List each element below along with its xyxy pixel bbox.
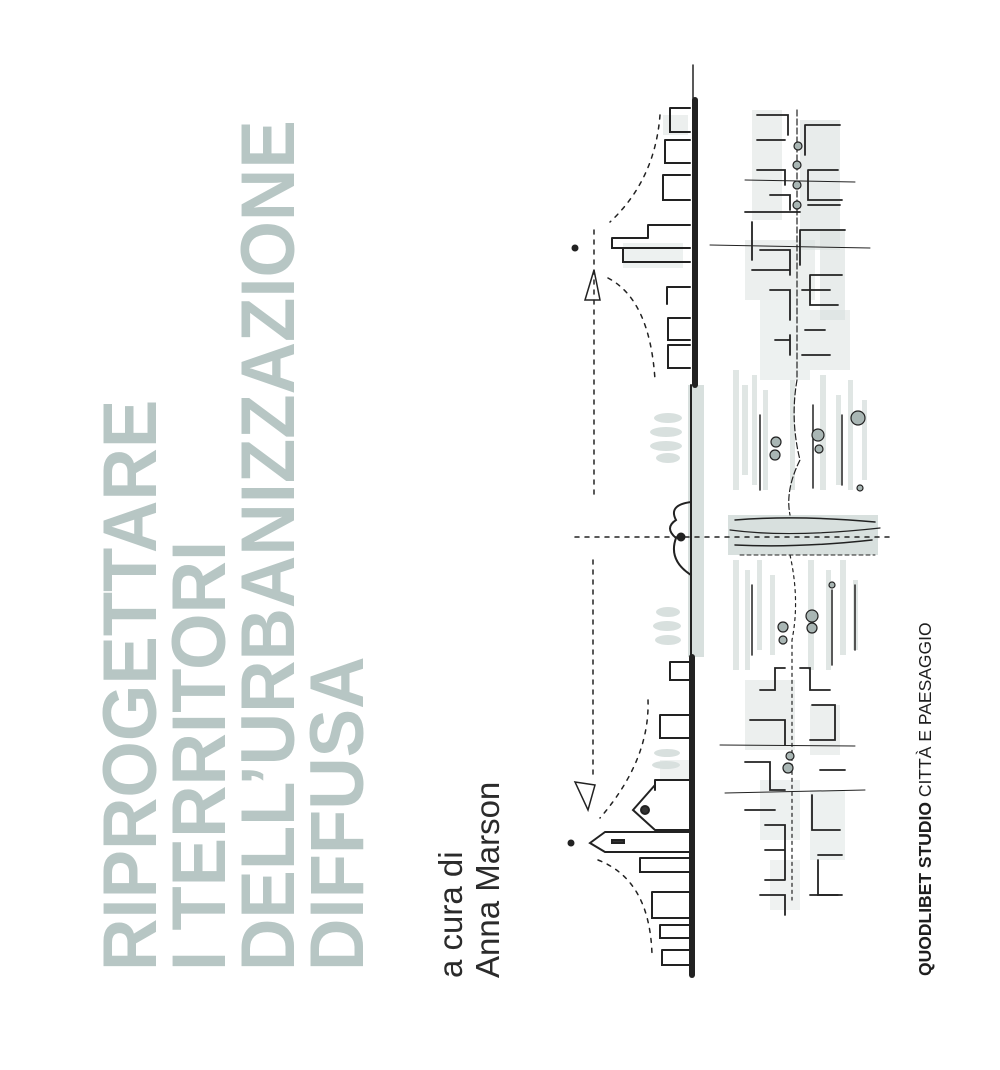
editor-prefix: a cura di [432,851,469,978]
title-line-4: DIFFUSA [295,656,380,971]
ink-layer [567,64,891,978]
urban-sketch-illustration [567,64,891,978]
title-line-3: DELL’URBANIZZAZIONE [226,120,311,971]
tree-symbols [769,141,866,774]
title-line-2: I TERRITORI [157,540,242,971]
editor-name: Anna Marson [469,781,506,978]
title-line-1: RIPROGETTARE [88,399,173,972]
